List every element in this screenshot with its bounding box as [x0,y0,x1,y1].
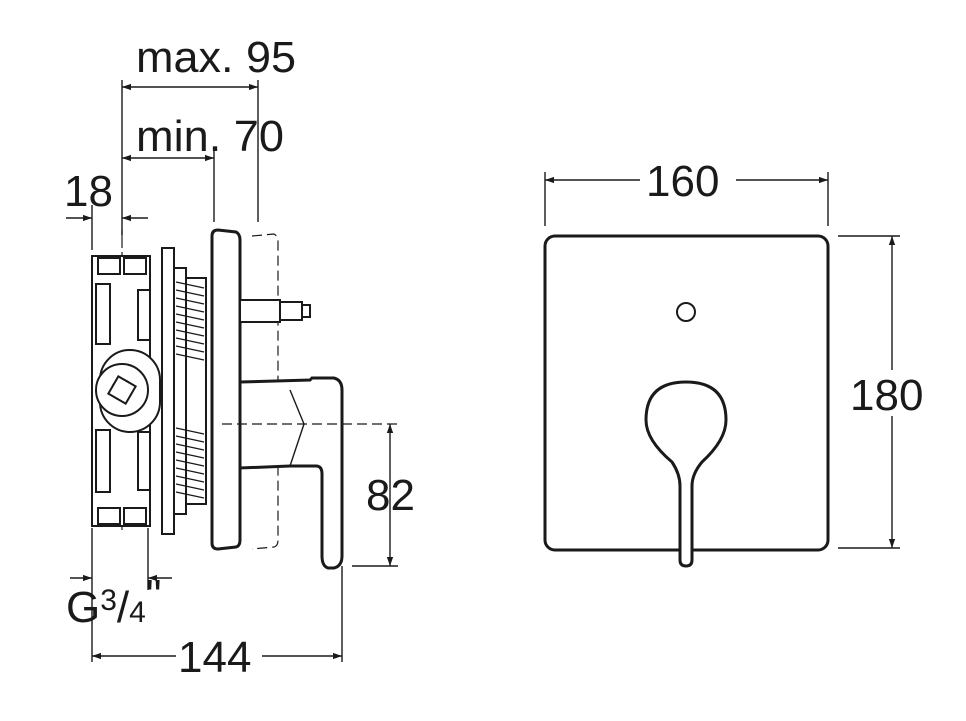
dimension-offset: 18 [64,167,148,250]
dim-max-depth-label: max. 95 [136,33,296,82]
dimension-total-depth: 144 [92,632,342,682]
dim-height-label: 180 [850,371,923,420]
thread-denominator: 4 [129,596,146,629]
lever-handle [238,376,344,570]
thread-numerator: 3 [100,584,117,617]
dimension-max-depth: max. 95 [122,33,296,91]
dimension-outlet-height: 82 [352,424,415,567]
cartridge-hatch-line [175,443,205,451]
cartridge-hatch-line [175,337,205,345]
dim-offset-label: 18 [64,167,113,216]
cartridge-assembly [161,247,207,535]
cartridge-hatch-line [175,289,205,297]
lever-handle-front [644,380,728,568]
cartridge-hatch-line [175,459,205,467]
dim-width-label: 160 [646,157,719,206]
diverter-knob [239,299,311,323]
thread-inch-mark: " [146,571,162,620]
cartridge-hatch-line [175,451,205,459]
mixer-body [91,255,161,527]
dimension-min-depth: min. 70 [122,112,284,162]
dimension-height: 180 [848,236,938,548]
side-view: max. 95 min. 70 18 [64,33,415,682]
cartridge-hatch-line [175,281,205,289]
dim-min-depth-label: min. 70 [136,112,284,161]
cartridge-hatch-line [175,329,205,337]
thread-prefix: G [66,583,100,632]
cartridge-hatch-line [175,467,205,475]
cartridge-hatch-line [175,345,205,353]
thread-slash: / [117,583,130,632]
dim-total-depth-label: 144 [178,633,251,682]
dimension-width: 160 [545,156,828,206]
cartridge-hatch-line [175,475,205,483]
trim-plate [210,228,242,551]
cartridge-hatch-line [175,435,205,443]
cartridge-hatch-line [175,491,205,499]
front-view: 160 180 [543,156,938,568]
dimension-thread: G3/4" [66,571,172,632]
thread-label: G3/4" [66,571,161,632]
cartridge-hatch-line [175,297,205,305]
cartridge-hatch-line [175,483,205,491]
cartridge-hatch-line [175,353,205,361]
cartridge-hatch-line [175,313,205,321]
cartridge-hatch-line [175,427,205,435]
cartridge-hatch-line [175,305,205,313]
cartridge-hatch-line [175,321,205,329]
dim-outlet-height-label: 82 [366,471,415,520]
diverter-hole [676,302,696,322]
